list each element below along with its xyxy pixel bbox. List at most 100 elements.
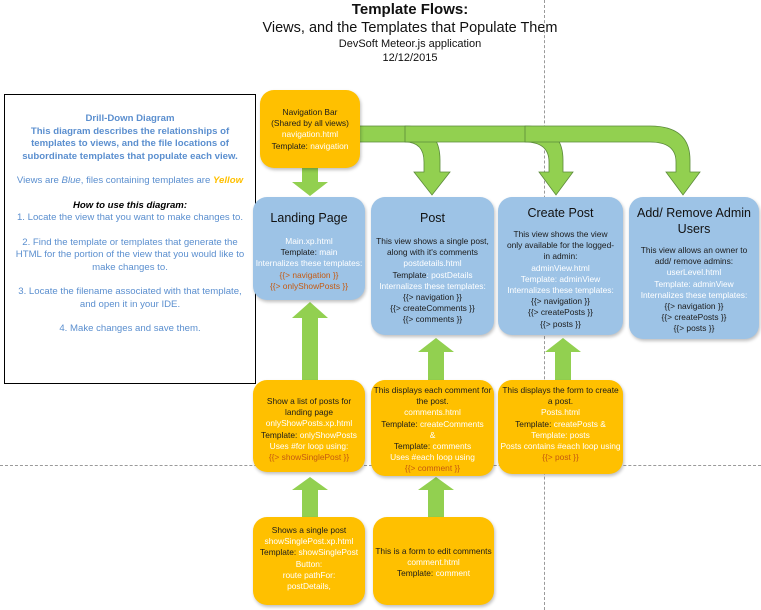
file-template: Template: createComments (371, 419, 494, 430)
view-title: Add/ Remove Admin Users (637, 206, 751, 236)
view-partial: {{> createPosts }} (661, 312, 727, 323)
diagram-date: 12/12/2015 (382, 52, 438, 64)
view-internalizes: Internalizes these templates: (255, 258, 363, 269)
file-name: showSinglePost.xp.html (264, 536, 354, 547)
file-template: Template: comment (373, 568, 494, 579)
file-partial: {{> post }} (542, 452, 579, 463)
howto-step: 3. Locate the filename associated with t… (18, 286, 242, 310)
file-only-show-posts: Show a list of posts for landing page on… (253, 380, 365, 472)
view-internalizes: Internalizes these templates: (379, 280, 486, 291)
view-template: Template: adminView (654, 278, 734, 289)
arrow-nav-to-landing (292, 168, 328, 196)
view-template: Template: adminView (520, 273, 601, 284)
nav-box-file: navigation.html (281, 129, 339, 140)
file-name: comment.html (407, 557, 460, 568)
template-label: Template: (261, 429, 300, 440)
view-add-remove-admin: Add/ Remove Admin Users This view allows… (629, 197, 759, 339)
view-partial: {{> posts }} (540, 318, 581, 329)
legend-colors: Views are Blue, files containing templat… (9, 175, 251, 188)
file-comments: This displays each comment for the post.… (371, 380, 494, 476)
view-create-post: Create Post This view shows the view onl… (498, 197, 623, 335)
file-partial: {{> showSinglePost }} (268, 452, 350, 463)
file-template: Template: showSinglePost (253, 547, 365, 558)
file-desc: This displays each comment for the post. (373, 385, 492, 407)
arrow-nav-to-admin-users (524, 125, 701, 196)
template-name: comments (432, 441, 472, 452)
template-name: comment (435, 568, 471, 579)
file-partial: {{> comment }} (404, 463, 461, 474)
view-partial: {{> navigation }} (531, 296, 590, 307)
app-name: DevSoft Meteor.js application (338, 38, 482, 50)
howto-step: 4. Make changes and save them. (59, 323, 201, 334)
view-file: adminView.html (531, 262, 590, 273)
view-partial: {{> posts }} (673, 323, 715, 334)
view-partial: {{> comments }} (402, 314, 463, 325)
template-label: Template: (393, 441, 433, 452)
file-desc: This displays the form to create a post. (502, 385, 619, 407)
file-template-2: Template: posts (531, 429, 590, 440)
arrow-posts-to-create-post (545, 338, 581, 380)
file-name: comments.html (404, 407, 461, 418)
view-file: userLevel.html (666, 267, 722, 278)
template-name: createComments (419, 418, 484, 429)
file-loop: Uses #for loop using: (269, 440, 349, 451)
file-desc: This is a form to edit comments (375, 546, 492, 556)
diagram-title: Template Flows: (351, 1, 469, 18)
view-partial: {{> navigation }} (403, 292, 462, 303)
file-loop: Uses #each loop using (390, 452, 475, 463)
view-title: Create Post (527, 206, 594, 220)
view-title: Landing Page (270, 211, 348, 225)
legend-heading: Drill-Down Diagram (85, 113, 175, 124)
file-extra: Button: (295, 558, 323, 569)
view-post: Post This view shows a single post, alon… (371, 197, 494, 335)
template-name: main (319, 247, 338, 258)
file-posts: This displays the form to create a post.… (498, 380, 623, 474)
arrow-comments-to-post (418, 338, 454, 380)
view-template: Template: postDetails (371, 270, 494, 281)
arrow-list-to-landing (292, 302, 328, 382)
template-label: Template: (381, 418, 420, 429)
file-template-2: Template: comments (371, 441, 494, 452)
view-title: Post (419, 211, 445, 225)
file-show-single-post: Shows a single post showSinglePost.xp.ht… (253, 517, 365, 605)
view-desc: This view shows the view only available … (506, 229, 615, 262)
howto-step: 2. Find the template or templates that g… (15, 236, 245, 273)
template-label: Template: (515, 418, 554, 429)
legend-colors-prefix: Views are (16, 175, 62, 186)
legend-blue-word: Blue (61, 175, 81, 186)
file-template: Template: onlyShowPosts (253, 430, 365, 441)
view-partial: {{> createPosts }} (528, 307, 593, 318)
file-name: onlyShowPosts.xp.html (265, 418, 353, 429)
nav-box-subtitle: (Shared by all views) (271, 118, 349, 129)
view-template: Template: main (253, 247, 365, 258)
template-label: Template: (271, 140, 311, 151)
file-amp: & (429, 429, 436, 440)
file-desc: Show a list of posts for landing page (266, 396, 352, 418)
legend-colors-mid: , files containing templates are (80, 175, 214, 186)
template-name: navigation (310, 140, 349, 151)
view-partial: {{> navigation }} (664, 301, 724, 312)
file-desc: Shows a single post (271, 525, 347, 535)
nav-file-box: Navigation Bar (Shared by all views) nav… (260, 90, 360, 168)
arrow-single-to-list (292, 477, 328, 518)
view-landing-page: Landing Page Main.xp.html Template: main… (253, 197, 365, 300)
template-label: Template: (259, 547, 299, 558)
template-name: onlyShowPosts (299, 429, 357, 440)
howto-step: 1. Locate the view that you want to make… (16, 212, 244, 223)
template-name: createPosts & (553, 418, 606, 429)
template-name: : postDetails (426, 269, 473, 280)
legend-description: This diagram describes the relationships… (22, 125, 238, 162)
nav-box-template: Template: navigation (260, 141, 360, 152)
arrow-comment-to-comments (418, 477, 454, 518)
title-block: Template Flows: Views, and the Templates… (250, 0, 570, 65)
file-name: Posts.html (540, 407, 581, 418)
view-internalizes: Internalizes these templates: (640, 289, 748, 300)
view-file: Main.xp.html (285, 236, 333, 246)
file-extra: postDetails, (287, 581, 331, 592)
diagram-subtitle: Views, and the Templates that Populate T… (262, 20, 558, 36)
view-partial: {{> navigation }} (279, 269, 339, 280)
view-partial: {{> onlyShowPosts }} (270, 280, 348, 291)
view-partial: {{> createComments }} (390, 303, 475, 314)
legend-box: Drill-Down Diagram This diagram describe… (4, 94, 256, 384)
